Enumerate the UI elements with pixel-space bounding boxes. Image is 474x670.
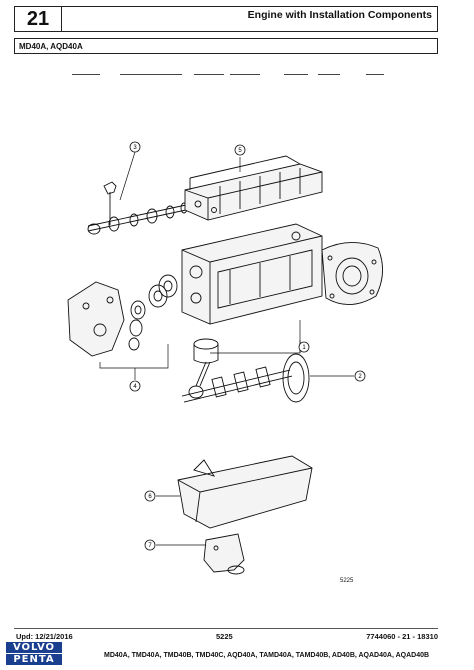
logo-word-penta: PENTA: [6, 654, 62, 665]
engine-bracket: [203, 533, 245, 575]
callout-7: 7: [144, 539, 156, 551]
logo-word-volvo: VOLVO: [6, 642, 62, 653]
page-title: Engine with Installation Components: [247, 9, 432, 21]
model-line: MD40A, AQD40A: [14, 38, 438, 54]
section-number: 21: [15, 7, 62, 31]
timing-gears: [128, 274, 178, 351]
faint-rule: [284, 74, 308, 75]
callout-1: 1: [298, 341, 310, 353]
svg-text:3: 3: [133, 145, 137, 151]
svg-text:2: 2: [358, 374, 362, 380]
svg-text:1: 1: [302, 345, 306, 351]
cylinder-head: [184, 155, 323, 221]
oil-sump: [177, 455, 313, 529]
callout-4: 4: [129, 380, 141, 392]
volvo-penta-logo: VOLVO PENTA: [6, 642, 62, 666]
leader-lines: [99, 151, 354, 546]
callout-6: 6: [144, 490, 156, 502]
timing-cover: [67, 281, 125, 357]
faint-rule: [230, 74, 260, 75]
page-header: 21 Engine with Installation Components: [14, 6, 438, 32]
callout-2: 2: [354, 370, 366, 382]
page-code: 5225: [216, 632, 233, 641]
svg-text:5: 5: [238, 148, 242, 154]
camshaft: [87, 181, 188, 235]
engine-block: [181, 223, 323, 325]
document-number: 7744060 - 21 - 18310: [366, 632, 438, 641]
svg-text:6: 6: [148, 494, 152, 500]
model-list: MD40A, TMD40A, TMD40B, TMD40C, AQD40A, T…: [104, 652, 430, 659]
faint-rule: [120, 74, 182, 75]
crankshaft: [181, 353, 310, 403]
update-date: Upd: 12/21/2016: [16, 632, 73, 641]
faint-rule: [194, 74, 224, 75]
callout-3: 3: [129, 141, 141, 153]
footer-divider: [14, 628, 438, 629]
svg-text:4: 4: [133, 384, 137, 390]
faint-rule: [318, 74, 340, 75]
faint-rule: [72, 74, 100, 75]
faint-rule: [366, 74, 384, 75]
flywheel-housing: [321, 242, 383, 305]
callout-5: 5: [234, 144, 246, 156]
svg-text:7: 7: [148, 543, 152, 549]
piston-and-rod: [188, 338, 219, 399]
figure-number: 5225: [340, 578, 354, 584]
